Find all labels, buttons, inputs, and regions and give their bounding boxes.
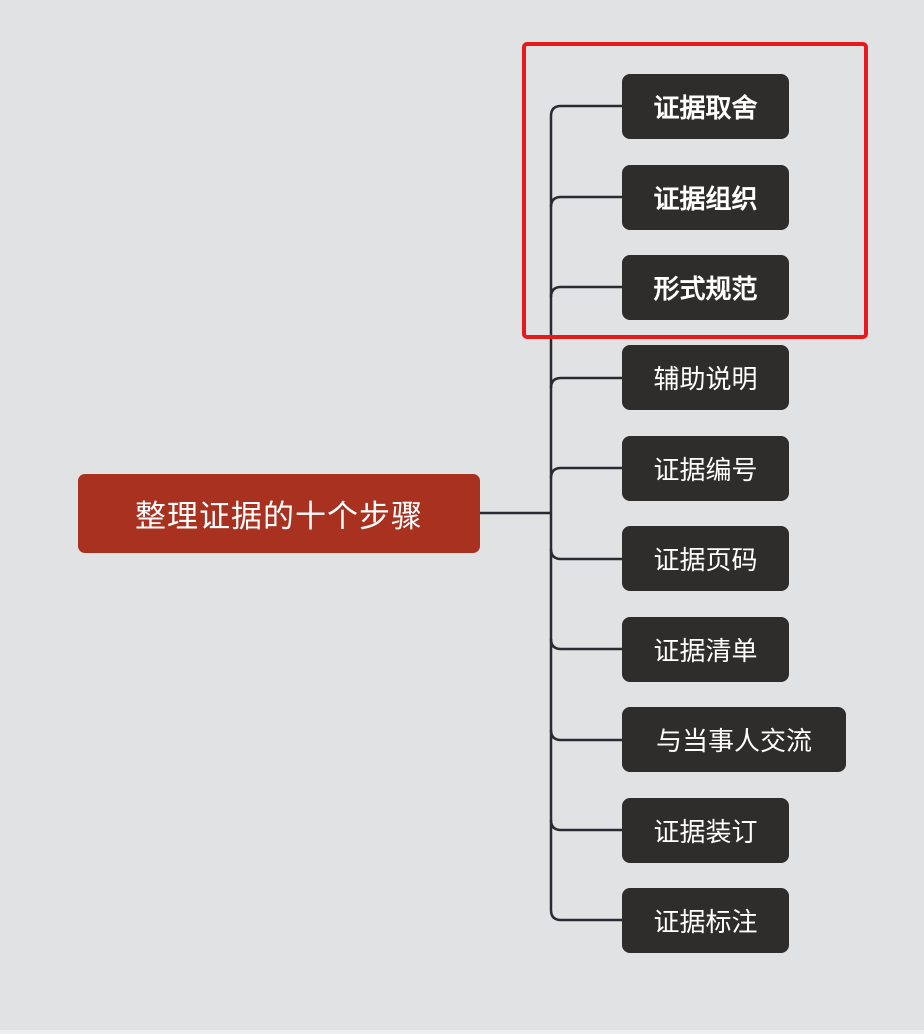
child-node-9[interactable]: 证据装订 xyxy=(622,798,789,863)
child-node-label: 证据取舍 xyxy=(653,94,758,124)
child-node-label: 与当事人交流 xyxy=(655,727,812,757)
child-node-label: 证据标注 xyxy=(653,908,758,938)
child-node-1[interactable]: 证据取舍 xyxy=(622,74,789,139)
child-node-8[interactable]: 与当事人交流 xyxy=(622,707,846,772)
child-node-10[interactable]: 证据标注 xyxy=(622,888,789,953)
child-node-3[interactable]: 形式规范 xyxy=(622,255,789,320)
child-node-4[interactable]: 辅助说明 xyxy=(622,345,789,410)
child-node-label: 形式规范 xyxy=(653,275,758,305)
child-node-2[interactable]: 证据组织 xyxy=(622,165,789,230)
child-node-label: 证据装订 xyxy=(653,818,758,848)
root-node[interactable]: 整理证据的十个步骤 xyxy=(78,474,480,553)
child-node-label: 证据组织 xyxy=(653,185,758,215)
child-node-label: 辅助说明 xyxy=(653,365,758,395)
child-node-label: 证据编号 xyxy=(653,456,758,486)
root-node-label: 整理证据的十个步骤 xyxy=(135,499,423,535)
child-node-5[interactable]: 证据编号 xyxy=(622,436,789,501)
child-node-6[interactable]: 证据页码 xyxy=(622,526,789,591)
child-node-label: 证据页码 xyxy=(653,546,758,576)
child-node-label: 证据清单 xyxy=(653,637,758,667)
child-node-7[interactable]: 证据清单 xyxy=(622,617,789,682)
